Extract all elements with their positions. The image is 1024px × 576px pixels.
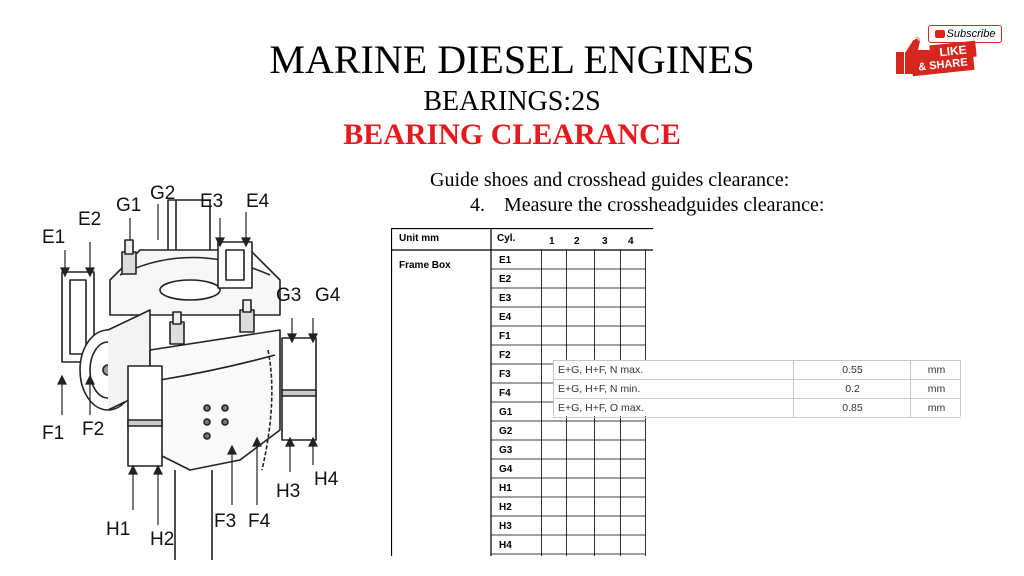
play-icon (934, 30, 945, 38)
label-e1: E1 (42, 227, 66, 248)
label-f3: F3 (214, 511, 237, 532)
row-label: G4 (499, 464, 513, 475)
clearance-limits-table: E+G, H+F, N max. 0.55 mm E+G, H+F, N min… (553, 360, 961, 418)
limit-row: E+G, H+F, O max. 0.85 mm (553, 398, 961, 418)
row-label: F1 (499, 331, 511, 342)
popup-right-border (960, 360, 961, 416)
subscribe-like-share-badge[interactable]: Subscribe LIKE & SHARE (890, 24, 1002, 80)
label-f4: F4 (248, 511, 271, 532)
row-label: H3 (499, 521, 512, 532)
label-g3: G3 (276, 285, 302, 306)
label-h1: H1 (106, 519, 131, 540)
row-label: F3 (499, 369, 511, 380)
limit-label: E+G, H+F, O max. (558, 402, 644, 414)
row-label: F2 (499, 350, 511, 361)
row-label: H1 (499, 483, 512, 494)
row-label: G3 (499, 445, 513, 456)
label-e3: E3 (200, 191, 224, 212)
cylinder-header: 3 (602, 236, 608, 247)
row-label: H4 (499, 540, 512, 551)
cylinder-header: 2 (574, 236, 580, 247)
label-f2: F2 (82, 419, 105, 440)
frame-box-label: Frame Box (399, 260, 451, 271)
limit-unit: mm (910, 361, 962, 379)
row-label: E2 (499, 274, 512, 285)
instruction-intro: Guide shoes and crosshead guides clearan… (430, 169, 790, 191)
label-h3: H3 (276, 481, 301, 502)
limit-value: 0.55 (793, 361, 911, 379)
label-g4: G4 (315, 285, 341, 306)
row-label: E4 (499, 312, 512, 323)
cylinder-header: 4 (628, 236, 634, 247)
cyl-header: Cyl. (497, 233, 516, 244)
label-g2: G2 (150, 183, 176, 204)
row-label: G1 (499, 407, 513, 418)
label-e2: E2 (78, 209, 102, 230)
step-text: Measure the crossheadguides clearance: (504, 194, 825, 216)
limit-value: 0.85 (793, 399, 911, 417)
crosshead-drawing (57, 199, 318, 560)
step-number: 4. (470, 194, 485, 216)
popup-left-border (553, 360, 554, 416)
slide-subtitle: BEARINGS:2S (423, 86, 601, 117)
subscribe-label[interactable]: Subscribe (928, 25, 1002, 43)
label-h2: H2 (150, 529, 175, 550)
limit-label: E+G, H+F, N min. (558, 383, 641, 395)
slide-title: MARINE DIESEL ENGINES (269, 37, 755, 82)
row-label: E3 (499, 293, 512, 304)
instruction-step: 4. Measure the crossheadguides clearance: (470, 193, 824, 217)
limit-unit: mm (910, 399, 962, 417)
unit-header: Unit mm (399, 233, 439, 244)
cylinder-header: 1 (549, 236, 555, 247)
label-e4: E4 (246, 191, 270, 212)
limit-value: 0.2 (793, 380, 911, 398)
label-f1: F1 (42, 423, 65, 444)
row-label: G2 (499, 426, 513, 437)
limit-label: E+G, H+F, N max. (558, 364, 644, 376)
row-label: F4 (499, 388, 511, 399)
limit-unit: mm (910, 380, 962, 398)
crosshead-diagram: E1 E2 G1 G2 E3 E4 G3 G4 F1 F2 H1 H2 F3 F… (0, 180, 372, 560)
label-h4: H4 (314, 469, 339, 490)
limit-row: E+G, H+F, N max. 0.55 mm (553, 360, 961, 379)
limit-row: E+G, H+F, N min. 0.2 mm (553, 379, 961, 398)
label-g1: G1 (116, 195, 142, 216)
row-label: E1 (499, 255, 512, 266)
section-headline: BEARING CLEARANCE (343, 118, 681, 151)
row-label: H2 (499, 502, 512, 513)
